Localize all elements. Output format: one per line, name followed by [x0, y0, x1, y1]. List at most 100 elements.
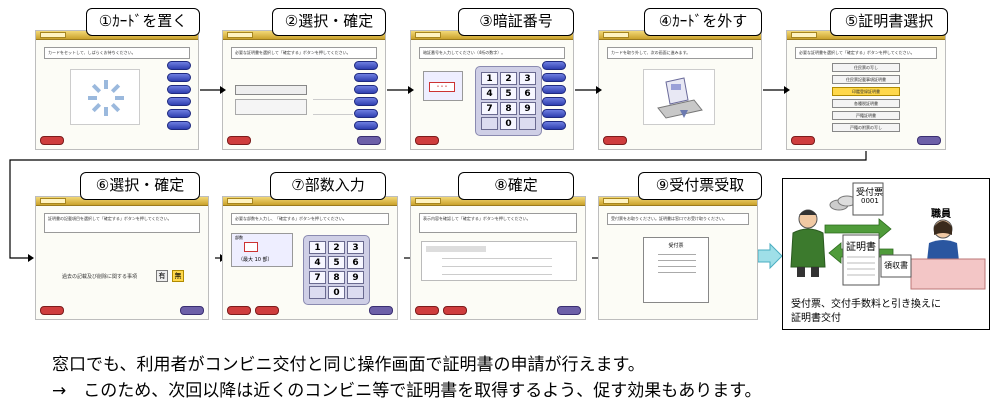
- step-label: ⑧確定: [458, 172, 574, 200]
- receipt-ticket-label: 受付票: [856, 188, 884, 198]
- language-button[interactable]: [354, 97, 378, 106]
- keypad-key[interactable]: 8: [328, 271, 345, 284]
- step-label: ③暗証番号: [458, 8, 574, 36]
- keypad-key-blank[interactable]: [481, 117, 498, 130]
- keypad-key[interactable]: 5: [500, 87, 517, 100]
- language-button[interactable]: [354, 121, 378, 130]
- keypad-key[interactable]: 5: [328, 256, 345, 269]
- next-button[interactable]: [180, 306, 204, 315]
- citizen-figure: [790, 209, 826, 277]
- language-button[interactable]: [167, 73, 191, 82]
- confirm-button[interactable]: [557, 306, 581, 315]
- cancel-button[interactable]: [791, 136, 815, 145]
- back-button[interactable]: [255, 306, 279, 315]
- copies-box: 部数 （最大 10 部）: [231, 233, 293, 267]
- fee-receipt-label: 領収書: [884, 261, 908, 270]
- ticket-preview: 受付票: [643, 237, 709, 303]
- screen-message: 暗証番号を入力してください（4桁の数字）。: [419, 47, 565, 59]
- step-label: ①ｶｰﾄﾞを置く: [86, 8, 200, 36]
- keypad-key[interactable]: 7: [481, 102, 498, 115]
- keypad-key[interactable]: 4: [309, 256, 326, 269]
- cert-option-selected[interactable]: 印鑑登録証明書: [832, 87, 900, 96]
- screen-message: 必要な証明書を選択して「確定する」ボタンを押してください。: [231, 47, 377, 59]
- cancel-button[interactable]: [40, 136, 64, 145]
- language-button[interactable]: [542, 73, 566, 82]
- card-remove-icon: [643, 69, 715, 125]
- next-button[interactable]: [357, 136, 381, 145]
- keypad-key[interactable]: 2: [328, 241, 345, 254]
- keypad-key[interactable]: 9: [519, 102, 536, 115]
- numeric-keypad: 1 2 3 4 5 6 7 8 9 0: [475, 66, 542, 136]
- language-button[interactable]: [542, 121, 566, 130]
- language-button[interactable]: [542, 97, 566, 106]
- coins-icon: [829, 195, 857, 211]
- language-button[interactable]: [167, 85, 191, 94]
- keypad-key-blank[interactable]: [309, 286, 326, 299]
- yes-button[interactable]: 有: [156, 270, 168, 282]
- next-button[interactable]: [369, 306, 393, 315]
- screen-topbar: [223, 197, 397, 206]
- no-button[interactable]: 無: [172, 270, 184, 282]
- language-button[interactable]: [167, 121, 191, 130]
- language-button[interactable]: [542, 85, 566, 94]
- screen-message: カードを取り外して、次の画面に進みます。: [607, 47, 753, 59]
- cancel-button[interactable]: [415, 136, 439, 145]
- keypad-key[interactable]: 8: [500, 102, 517, 115]
- summary-table: [421, 241, 577, 281]
- card-loading-icon: [70, 69, 140, 125]
- option-box[interactable]: [235, 99, 307, 115]
- language-button[interactable]: [354, 73, 378, 82]
- language-button[interactable]: [167, 97, 191, 106]
- cert-option[interactable]: 戸籍証明書: [832, 111, 900, 120]
- screen-message: カードをセットして、しばらくお待ちください。: [44, 47, 190, 59]
- keypad-key[interactable]: 3: [347, 241, 364, 254]
- language-button[interactable]: [354, 61, 378, 70]
- keypad-key[interactable]: 1: [481, 72, 498, 85]
- screen-step7: 必要な部数を入力し、「確定する」ボタンを押してください。 部数 （最大 10 部…: [222, 196, 398, 320]
- keypad-key[interactable]: 7: [309, 271, 326, 284]
- keypad-key-blank[interactable]: [519, 117, 536, 130]
- step-label: ⑥選択・確定: [80, 172, 200, 200]
- pin-display: ･･･: [423, 71, 463, 101]
- keypad-key[interactable]: 6: [347, 256, 364, 269]
- language-button[interactable]: [167, 61, 191, 70]
- cert-option[interactable]: 各種税証明書: [832, 99, 900, 108]
- back-button[interactable]: [443, 306, 467, 315]
- keypad-key[interactable]: 0: [500, 117, 517, 130]
- step-label: ②選択・確定: [272, 8, 386, 36]
- screen-topbar: [36, 197, 208, 206]
- keypad-key[interactable]: 2: [500, 72, 517, 85]
- language-button[interactable]: [542, 61, 566, 70]
- keypad-key[interactable]: 3: [519, 72, 536, 85]
- step-label: ⑤証明書選択: [830, 8, 948, 36]
- screen-step6: 証明書の記載項目を選択して「確定する」ボタンを押してください。 過去の記載及び削…: [35, 196, 209, 320]
- keypad-key[interactable]: 1: [309, 241, 326, 254]
- keypad-key[interactable]: 6: [519, 87, 536, 100]
- language-button[interactable]: [167, 109, 191, 118]
- option-box[interactable]: [235, 85, 307, 95]
- keypad-key[interactable]: 9: [347, 271, 364, 284]
- language-button[interactable]: [354, 109, 378, 118]
- cancel-button[interactable]: [415, 306, 439, 315]
- cancel-button[interactable]: [227, 136, 251, 145]
- keypad-key[interactable]: 4: [481, 87, 498, 100]
- cert-option[interactable]: 住民票の写し: [832, 63, 900, 72]
- screen-message: 表示内容を確認して「確定する」ボタンを押してください。: [419, 213, 577, 233]
- keypad-key-blank[interactable]: [347, 286, 364, 299]
- keypad-key[interactable]: 0: [328, 286, 345, 299]
- cancel-button[interactable]: [227, 306, 251, 315]
- cancel-button[interactable]: [603, 136, 627, 145]
- note-text-block: [313, 99, 353, 115]
- ticket-title: 受付票: [668, 243, 684, 249]
- cert-option[interactable]: 戸籍の附票の写し: [832, 123, 900, 132]
- screen-step2: 必要な証明書を選択して「確定する」ボタンを押してください。: [222, 30, 386, 150]
- copies-field: [244, 242, 258, 252]
- cert-option[interactable]: 住民票記載事項証明書: [832, 75, 900, 84]
- footer-line-1: 窓口でも、利用者がコンビニ交付と同じ操作画面で証明書の申請が行えます。: [52, 355, 645, 375]
- language-button[interactable]: [542, 109, 566, 118]
- next-button[interactable]: [917, 136, 941, 145]
- numeric-keypad: 1 2 3 4 5 6 7 8 9 0: [303, 235, 370, 305]
- language-button[interactable]: [354, 85, 378, 94]
- cancel-button[interactable]: [40, 306, 64, 315]
